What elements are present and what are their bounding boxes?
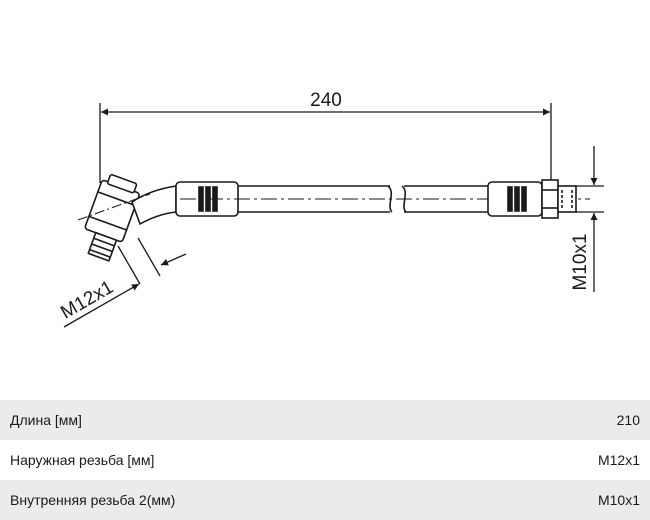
spec-label: Длина [мм] [10, 412, 82, 428]
spec-row-inner-thread: Внутренняя резьба 2(мм) M10x1 [0, 480, 650, 520]
right-thread-label: M10x1 [570, 233, 591, 290]
spec-label: Внутренняя резьба 2(мм) [10, 492, 176, 508]
spec-label: Наружная резьба [мм] [10, 452, 155, 468]
spec-row-length: Длина [мм] 210 [0, 400, 650, 440]
spec-value: M10x1 [597, 492, 640, 508]
left-fitting [84, 173, 177, 262]
spec-table: Длина [мм] 210 Наружная резьба [мм] M12x… [0, 400, 650, 520]
spec-value: M12x1 [597, 452, 640, 468]
left-fitting-centerline [77, 193, 151, 221]
spec-row-outer-thread: Наружная резьба [мм] M12x1 [0, 440, 650, 480]
right-thread-dimension [576, 146, 604, 292]
length-dimension-label: 240 [310, 90, 342, 111]
spec-value: 210 [616, 412, 640, 428]
left-thread-label: M12x1 [57, 277, 117, 324]
length-dimension [99, 103, 552, 183]
left-thread-dimension [63, 237, 187, 328]
right-crimp-ferrule [487, 181, 543, 217]
right-fitting [541, 179, 577, 219]
brake-hose-drawing: 240 [57, 90, 604, 328]
